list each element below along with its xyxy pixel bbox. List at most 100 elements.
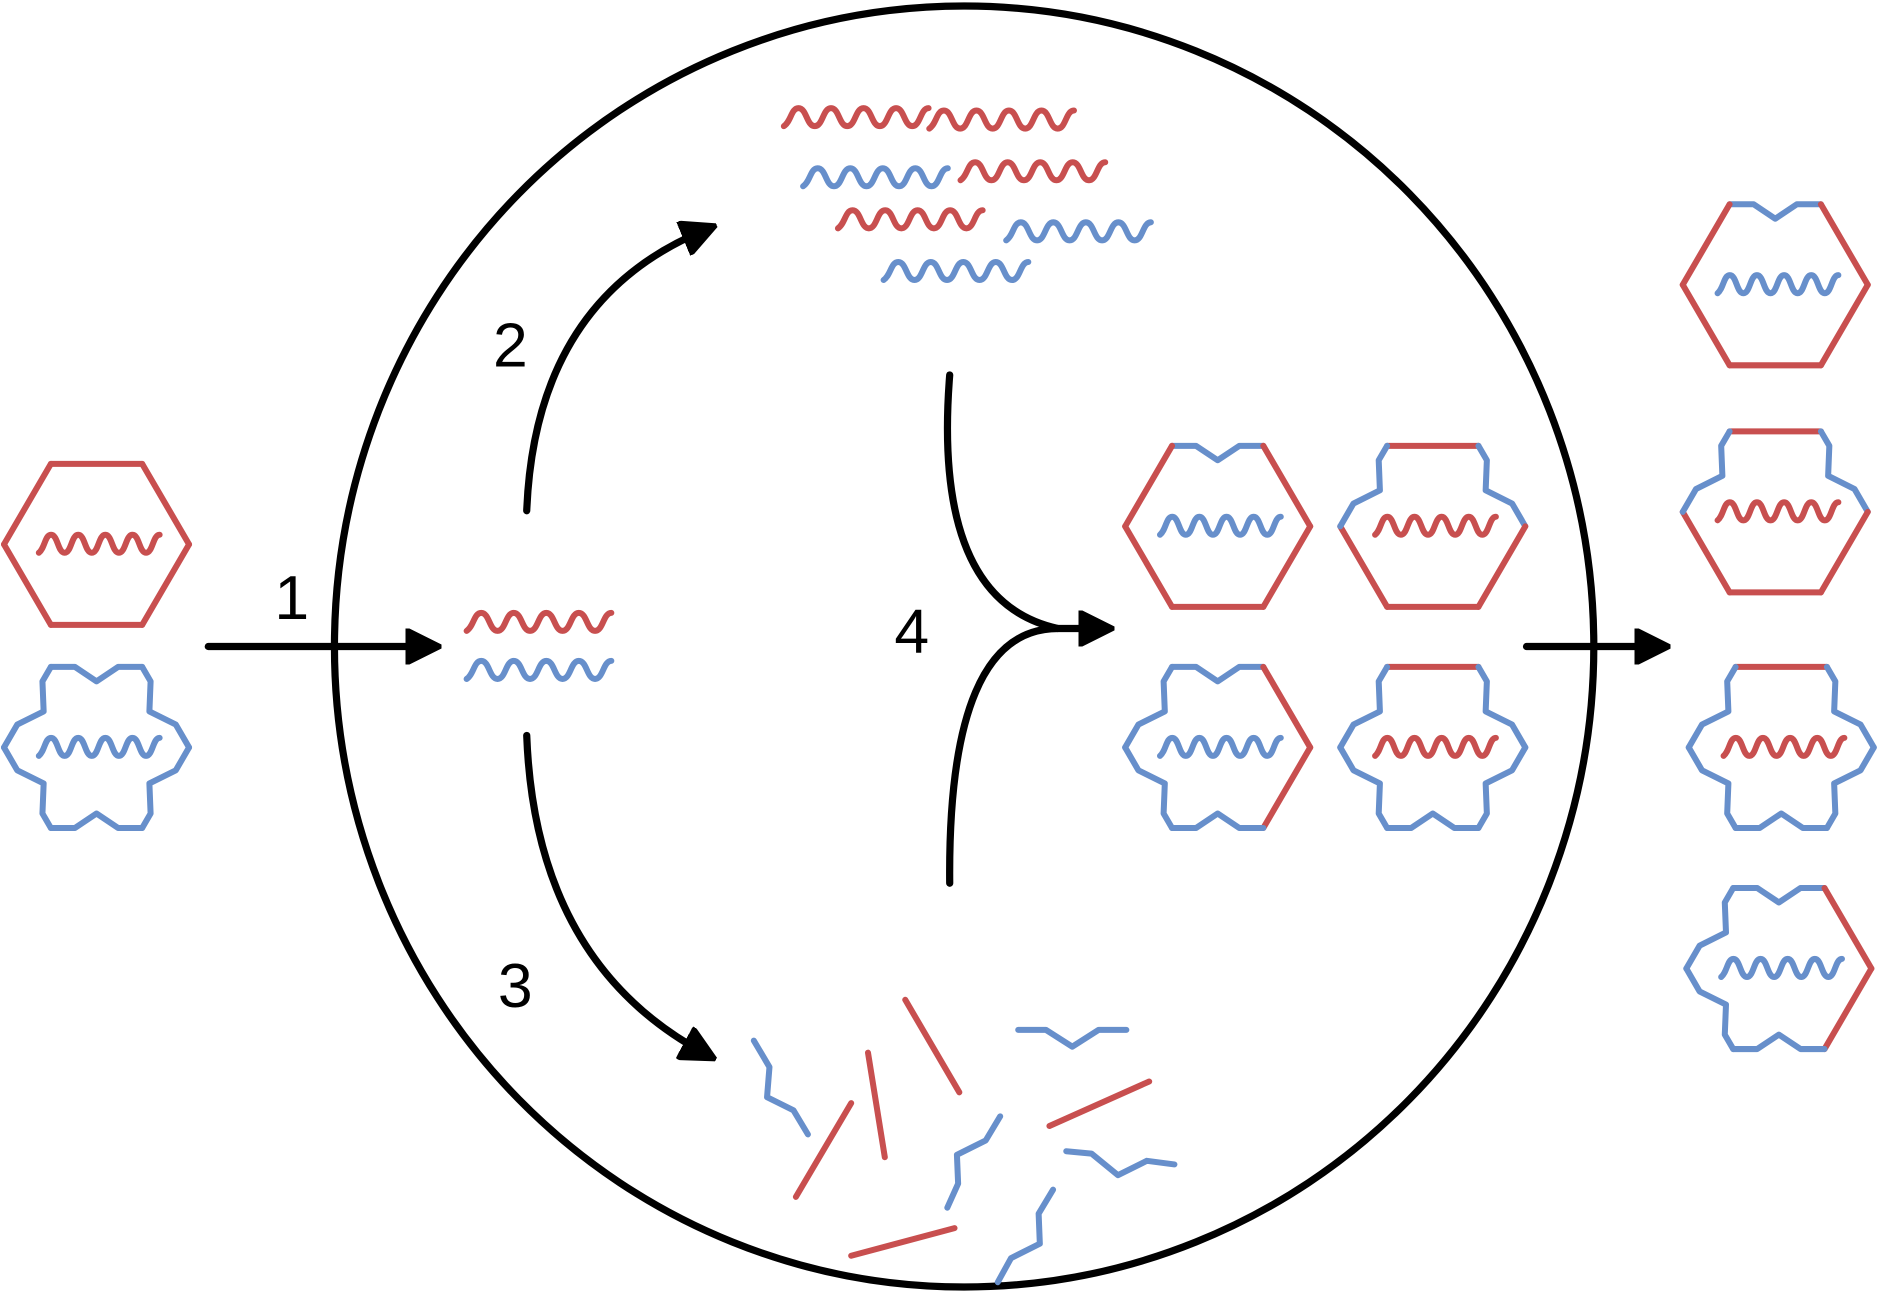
step-label-3: 3	[498, 951, 533, 1021]
capsid-edge-red	[1122, 442, 1176, 530]
fragment-red	[864, 1049, 888, 1161]
fragment-blue	[944, 1113, 1004, 1211]
capsid-edge-red	[1260, 442, 1314, 530]
capsid-edge-red	[1817, 201, 1871, 288]
fragment-red	[848, 1225, 958, 1259]
replicated-genome-blue	[800, 165, 951, 190]
capsid-edge-blue	[1823, 744, 1877, 831]
capsid-edge-blue	[139, 663, 193, 751]
packaged-genome-red	[1720, 734, 1848, 759]
capsid	[1122, 442, 1314, 610]
capsid-edge-blue	[1732, 810, 1830, 831]
packaged-genome-red	[35, 531, 163, 556]
capsid-edge-blue	[1122, 744, 1176, 831]
capsid	[1679, 201, 1871, 369]
capsid-edge-red	[1337, 523, 1391, 610]
fragment-blue	[1015, 1026, 1130, 1050]
capsid-edge-blue	[1726, 201, 1824, 222]
capsid-edge-blue	[139, 744, 193, 831]
capsid-edge-red	[1122, 523, 1176, 610]
capsid-edge-blue	[0, 663, 54, 751]
capsid-edge-blue	[1683, 885, 1737, 972]
replicated-genome-red	[834, 207, 986, 232]
capsid-edge-red	[0, 541, 54, 628]
arrow-assembly-bottom	[946, 628, 1100, 887]
capsid-edge-blue	[1122, 663, 1176, 751]
fragment-red	[902, 996, 963, 1096]
capsid-edge-blue	[1475, 442, 1529, 530]
capsid-edge-red	[1817, 281, 1871, 369]
arrow-replication	[523, 231, 704, 515]
arrow-assembly-top	[943, 371, 1062, 633]
packaged-genome-blue	[1156, 513, 1284, 538]
capsid	[1122, 663, 1314, 831]
capsid	[1685, 663, 1877, 831]
degraded-fragments	[750, 996, 1178, 1286]
capsid-edge-blue	[1730, 885, 1828, 906]
step-label-4: 4	[894, 597, 929, 667]
replicated-genome-red	[926, 107, 1077, 132]
fragment-blue	[750, 1037, 811, 1138]
host-cell	[330, 2, 1598, 1291]
capsid-edge-blue	[47, 810, 146, 831]
capsid-edge-blue	[1685, 663, 1739, 751]
uncoated-genome-blue	[463, 657, 615, 682]
capsid-edge-red	[1260, 744, 1314, 831]
uncoated-genome-red	[463, 609, 615, 634]
capsid-edge-blue	[1337, 744, 1391, 831]
fragment-blue	[994, 1186, 1057, 1286]
capsid-edge-blue	[1683, 965, 1737, 1053]
step-label-1: 1	[274, 563, 309, 633]
capsid	[1337, 442, 1529, 610]
capsid-edge-blue	[1169, 442, 1267, 464]
capsid-edge-blue	[1384, 810, 1482, 831]
capsid-edge-blue	[1475, 744, 1529, 831]
capsid-edge-red	[139, 541, 193, 628]
step-label-2: 2	[493, 311, 528, 381]
packaged-genome-red	[1372, 734, 1499, 759]
packaged-genome-blue	[35, 734, 163, 759]
capsid-edge-red	[1821, 965, 1875, 1053]
capsid-edge-red	[1817, 508, 1871, 596]
packaged-genome-red	[1714, 499, 1842, 524]
replicated-genome-red	[780, 105, 932, 130]
capsid-edge-blue	[1169, 810, 1267, 831]
capsid	[0, 663, 193, 831]
capsid-edge-blue	[1337, 442, 1391, 530]
capsid-layer	[0, 201, 1877, 1053]
fragment-red	[1046, 1078, 1153, 1129]
packaged-genome-blue	[1156, 734, 1284, 759]
packaged-genome-blue	[1718, 955, 1845, 980]
capsid-edge-red	[1679, 281, 1733, 369]
replicated-genome-red	[957, 159, 1109, 184]
capsid-edge-blue	[1823, 663, 1877, 751]
genome-layer	[463, 105, 1154, 682]
capsid-edge-red	[0, 460, 54, 548]
capsid-edge-blue	[1730, 1031, 1828, 1053]
capsid	[1683, 885, 1875, 1053]
capsid-edge-blue	[1337, 663, 1391, 751]
capsid-edge-red	[1821, 885, 1875, 972]
capsid-edge-blue	[47, 663, 146, 685]
capsid	[0, 460, 193, 628]
capsid-edge-blue	[1817, 428, 1871, 515]
fragment-red	[792, 1100, 855, 1200]
capsid	[1679, 428, 1871, 596]
capsid-edge-red	[1679, 201, 1733, 288]
capsid-edge-blue	[1685, 744, 1739, 831]
capsid-edge-blue	[1679, 428, 1733, 515]
capsid-edge-red	[1679, 508, 1733, 596]
packaged-genome-red	[1372, 513, 1499, 538]
replicated-genome-blue	[880, 258, 1032, 283]
capsid-edge-red	[139, 460, 193, 548]
capsid-edge-blue	[1169, 663, 1267, 685]
capsid-edge-red	[1260, 663, 1314, 751]
capsid	[1337, 663, 1529, 831]
capsid-edge-blue	[1475, 663, 1529, 751]
replicated-genome-blue	[1003, 219, 1154, 244]
capsid-edge-red	[1260, 523, 1314, 610]
arrow-degradation	[523, 731, 704, 1052]
fragment-blue	[1063, 1148, 1178, 1179]
packaged-genome-blue	[1714, 272, 1842, 297]
